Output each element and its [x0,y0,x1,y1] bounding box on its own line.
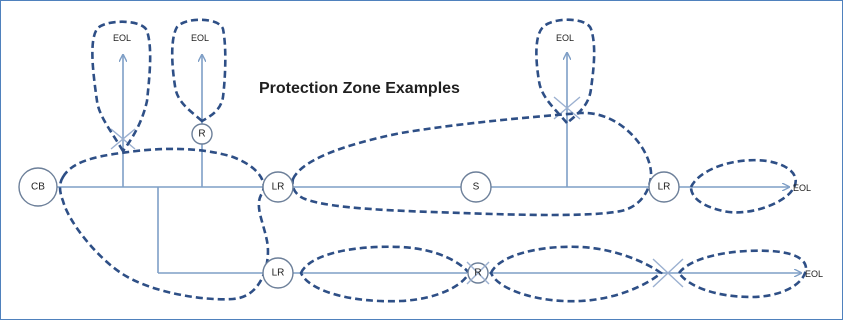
recloser-node-bottom: R [466,261,490,285]
line-recloser-label: LR [658,182,671,193]
recloser-label: R [198,129,205,140]
recloser-label: R [474,268,481,279]
circuit-breaker-node: CB [18,167,58,207]
zone-eol-branch-1 [91,20,152,154]
zone-eol-branch-3 [535,18,596,125]
line-recloser-node-bottom: LR [262,257,294,289]
zone-cb-main [58,147,270,301]
line-recloser-node-top-right: LR [648,171,680,203]
diagram-title: Protection Zone Examples [259,80,460,97]
zone-lower-r-cross [489,245,664,303]
end-of-line-label-3: EOL [556,33,574,43]
line-recloser-node-top-left: LR [262,171,294,203]
recloser-node-top: R [191,123,213,145]
end-of-line-label-5: EOL [805,269,823,279]
line-recloser-label: LR [272,182,285,193]
zone-lower-cross-eol [677,249,808,299]
line-recloser-label: LR [272,268,285,279]
zone-eol-branch-2 [170,18,227,123]
end-of-line-label-1: EOL [113,33,131,43]
end-of-line-label-4: EOL [793,183,811,193]
switch-node: S [460,171,492,203]
switch-label: S [473,182,480,193]
open-point-cross-3 [652,258,684,288]
end-of-line-label-2: EOL [191,33,209,43]
open-point-cross-1 [110,128,136,150]
zone-lr-s-lr [291,111,653,217]
circuit-breaker-label: CB [31,182,45,193]
zone-lower-lr-r [299,245,471,303]
